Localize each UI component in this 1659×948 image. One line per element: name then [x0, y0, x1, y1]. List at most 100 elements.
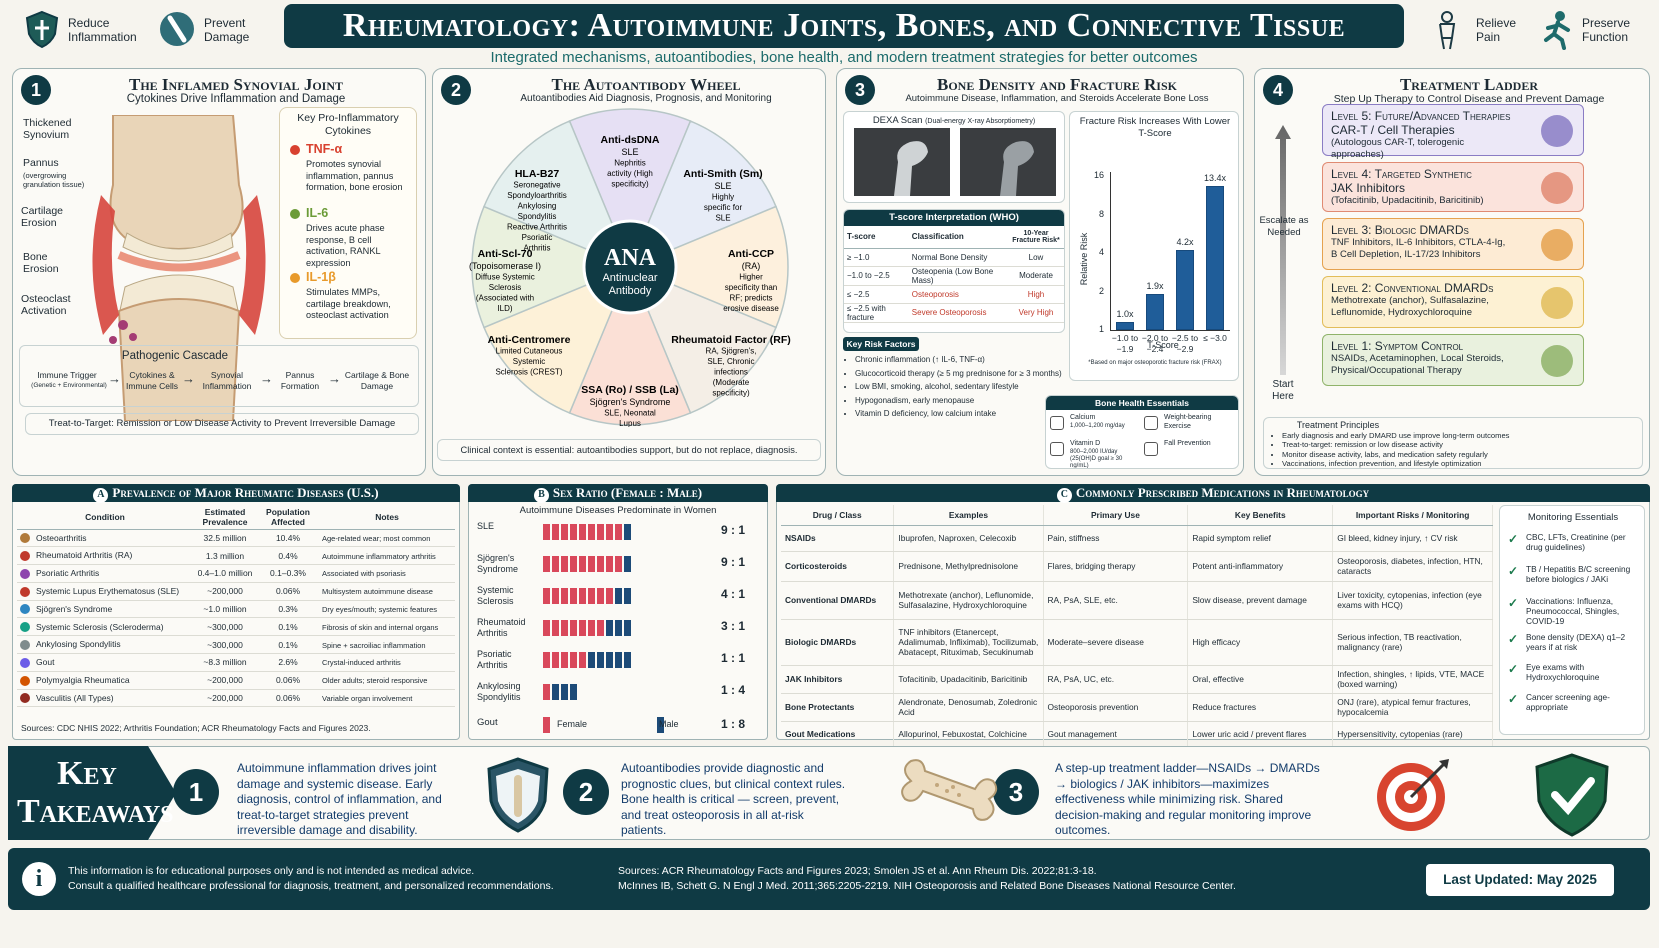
prevalence-value: ~200,000 [207, 675, 243, 686]
condition-icon [20, 640, 30, 651]
takeaway-text: A step-up treatment ladder—NSAIDs → DMAR… [1055, 761, 1320, 837]
prevalence-value: Dry eyes/mouth; systemic features [322, 605, 438, 615]
female-figure-icon [588, 587, 595, 604]
prevalence-cell: 0.06% [257, 689, 319, 708]
check-icon: ✓ [1508, 692, 1519, 706]
panel-number: 3 [845, 75, 875, 105]
segment-desc-line: ILD) [497, 304, 512, 313]
prevalence-sources: Sources: CDC NHIS 2022; Arthritis Founda… [21, 723, 371, 733]
sex-ratio-figures [543, 555, 715, 573]
treatment-principles: Treatment Principles Early diagnosis and… [1263, 417, 1643, 469]
ana-sub-1: Antinuclear [602, 272, 657, 284]
chart-bar [1146, 294, 1164, 330]
prevalence-cell: 32.5 million [193, 529, 257, 548]
female-figure-icon [570, 651, 577, 668]
cascade-step: Cytokines & Immune Cells [126, 370, 178, 391]
dexa-label: DEXA Scan (Dual-energy X-ray Absorptiome… [872, 115, 1036, 126]
segment-desc-line: Sclerosis (CREST) [495, 368, 562, 377]
prevalence-cell: ~200,000 [193, 671, 257, 690]
prevalence-cell: 10.4% [257, 529, 319, 548]
female-figure-icon [543, 523, 550, 540]
sex-ratio-disease: SLE [477, 521, 495, 531]
prevalence-value: 0.4–1.0 million [197, 568, 253, 579]
condition-icon [20, 675, 30, 686]
prevalence-cell: 0.1–0.3% [257, 564, 319, 583]
essential-title: Fall Prevention [1164, 440, 1211, 447]
condition-icon [20, 604, 30, 615]
female-figure-icon [588, 523, 595, 540]
female-figure-icon [597, 587, 604, 604]
level-title: Level 1: Symptom Control [1331, 339, 1464, 353]
essential-icon [1050, 416, 1064, 430]
female-figure-icon [615, 523, 622, 540]
tscore-cell: ≤ −2.5 [844, 285, 909, 304]
female-figure-icon [579, 523, 586, 540]
medication-cell: Reduce fractures [1187, 693, 1334, 722]
prevalence-value: Gout [36, 657, 55, 668]
principle-item: Early diagnosis and early DMARD use impr… [1282, 431, 1642, 440]
x-tick-label: −1.0 to −1.9 [1111, 333, 1139, 354]
segment-desc-line: Systemic [513, 357, 545, 366]
panel-title: The Inflamed Synovial Joint [128, 75, 343, 94]
male-figure-icon [552, 683, 559, 700]
prevalence-cell: Associated with psoriasis [319, 564, 455, 583]
level-desc: TNF Inhibitors, IL-6 Inhibitors, CTLA-4-… [1331, 237, 1506, 260]
sex-ratio-subtitle: Autoimmune Diseases Predominate in Women [519, 505, 717, 516]
panel-title: Bone Density and Fracture Risk [937, 75, 1177, 94]
medication-cell: NSAIDs [781, 525, 895, 552]
cytokine-name: IL-6 [306, 206, 329, 220]
male-figure-icon [606, 651, 613, 668]
check-icon: ✓ [1508, 532, 1519, 546]
prevalence-value: Sjögren's Syndrome [36, 603, 113, 614]
medication-cell: Methotrexate (anchor), Leflunomide, Sulf… [893, 581, 1044, 620]
prevalence-value: Crystal-induced arthritis [322, 658, 401, 668]
essential-icon [1144, 416, 1158, 430]
medication-cell: Moderate–severe disease [1043, 619, 1189, 666]
tscore-cell: Severe Osteoporosis [908, 303, 1008, 323]
medication-cell: JAK Inhibitors [781, 665, 895, 694]
escalate-arrow-icon [1275, 125, 1291, 375]
medication-cell: Corticosteroids [781, 551, 895, 582]
level-desc: (Autologous CAR-T, tolerogenic approache… [1331, 137, 1465, 160]
dexa-image-left [854, 128, 950, 196]
gout-label: Gout [477, 717, 498, 728]
female-figure-icon [606, 587, 613, 604]
cascade-steps: Immune Trigger→Cytokines & Immune Cells→… [24, 370, 416, 404]
female-figure-icon [615, 555, 622, 572]
segment-desc-line: SLE [715, 214, 730, 223]
panel-bone-density: 3 Bone Density and Fracture Risk Autoimm… [836, 68, 1244, 476]
segment-desc-line: Arthritis [523, 244, 550, 253]
panel-title: The Autoantibody Wheel [551, 75, 741, 94]
monitoring-item: Vaccinations: Influenza, Pneumococcal, S… [1526, 596, 1620, 626]
prevalence-cell: Vasculitis (All Types) [17, 689, 193, 708]
shield-icon [25, 10, 59, 48]
female-figure-icon [561, 651, 568, 668]
segment-desc-line: Seronegative [513, 181, 561, 190]
segment-desc-line: Diffuse Systemic [475, 273, 534, 282]
prevalence-cell: 2.6% [257, 653, 319, 672]
segment-desc-line: Ankylosing [518, 202, 557, 211]
segment-desc-line: SLE, Chronic [707, 357, 754, 366]
takeaway-text: Autoimmune inflammation drives joint dam… [237, 761, 442, 837]
prevalence-value: Age-related wear; most common [322, 533, 431, 543]
female-legend: Female [557, 719, 588, 729]
female-figure-icon [588, 619, 595, 636]
prevalence-value: 0.06% [275, 693, 301, 704]
tscore-cell: Low [1008, 248, 1064, 267]
prevalence-value: ~200,000 [207, 586, 243, 597]
ana-label: ANA [604, 245, 657, 271]
essential-desc: 1,000–1,200 mg/day [1070, 423, 1125, 429]
